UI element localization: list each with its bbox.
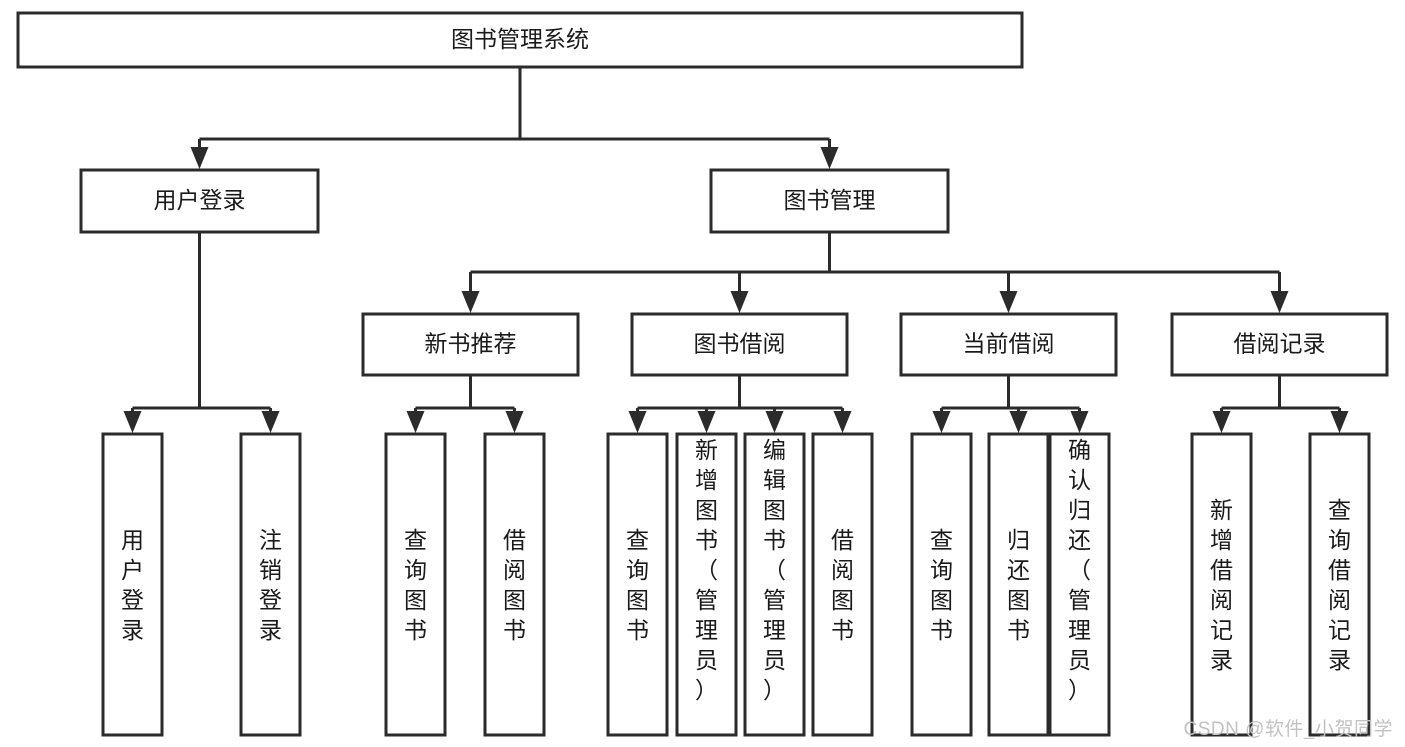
node-box-leaf-6 (675, 432, 738, 737)
node-label-bookmgmt: 图书管理 (784, 187, 876, 213)
node-box-leaf-13 (1308, 432, 1371, 737)
node-label-leaf-9: 查询图书 (930, 527, 953, 643)
node-label-current: 当前借阅 (963, 331, 1055, 357)
arrow-head-bookmgmt (820, 147, 839, 169)
watermark-text: CSDN @软件_小贺同学 (1183, 719, 1393, 740)
node-leaf-6[interactable]: 新增图书（管理员） (675, 432, 738, 737)
node-label-leaf-1: 用户登录 (121, 527, 144, 643)
node-leaf-4[interactable]: 借阅图书 (483, 432, 546, 737)
arrow-head-current (999, 291, 1018, 313)
node-label-leaf-6: 新增图书（管理员） (695, 437, 718, 703)
node-label-root: 图书管理系统 (451, 26, 589, 52)
node-label-borrow: 图书借阅 (694, 331, 786, 357)
node-login[interactable]: 用户登录 (79, 168, 320, 234)
node-current[interactable]: 当前借阅 (899, 312, 1118, 377)
arrow-head-leaf-12 (1212, 411, 1231, 433)
node-box-leaf-9 (910, 432, 973, 737)
arrow-head-leaf-4 (505, 411, 524, 433)
node-leaf-8[interactable]: 借阅图书 (811, 432, 874, 737)
node-label-newbook: 新书推荐 (425, 331, 517, 357)
node-label-leaf-13: 查询借阅记录 (1328, 497, 1351, 673)
arrow-head-leaf-11 (1070, 411, 1089, 433)
arrow-head-newbook (461, 291, 480, 313)
node-leaf-10[interactable]: 归还图书 (987, 432, 1050, 737)
node-leaf-12[interactable]: 新增借阅记录 (1190, 432, 1253, 737)
arrow-head-leaf-8 (833, 411, 852, 433)
node-box-leaf-11 (1048, 432, 1111, 737)
node-label-leaf-8: 借阅图书 (831, 527, 854, 643)
node-label-login: 用户登录 (154, 187, 246, 213)
node-box-leaf-12 (1190, 432, 1253, 737)
node-label-leaf-12: 新增借阅记录 (1210, 497, 1233, 673)
node-borrow[interactable]: 图书借阅 (630, 312, 849, 377)
node-label-leaf-7: 编辑图书（管理员） (763, 437, 786, 703)
arrow-head-borrow (730, 291, 749, 313)
arrow-head-leaf-2 (261, 411, 280, 433)
node-label-leaf-5: 查询图书 (626, 527, 649, 643)
node-box-leaf-1 (101, 432, 164, 737)
arrow-head-leaf-9 (932, 411, 951, 433)
node-box-current (899, 312, 1118, 377)
arrow-head-leaf-10 (1009, 411, 1028, 433)
node-newbook[interactable]: 新书推荐 (361, 312, 580, 377)
node-leaf-5[interactable]: 查询图书 (606, 432, 669, 737)
arrow-head-leaf-5 (628, 411, 647, 433)
node-box-leaf-5 (606, 432, 669, 737)
arrow-head-records (1270, 291, 1289, 313)
node-box-records (1170, 312, 1389, 377)
node-box-leaf-2 (239, 432, 302, 737)
node-leaf-2[interactable]: 注销登录 (239, 432, 302, 737)
node-box-login (79, 168, 320, 234)
node-leaf-3[interactable]: 查询图书 (384, 432, 447, 737)
node-leaf-7[interactable]: 编辑图书（管理员） (743, 432, 806, 737)
arrow-head-login (190, 147, 209, 169)
arrow-head-leaf-6 (697, 411, 716, 433)
node-label-leaf-11: 确认归还（管理员） (1068, 437, 1091, 703)
node-box-leaf-3 (384, 432, 447, 737)
node-root[interactable]: 图书管理系统 (16, 11, 1024, 69)
node-box-borrow (630, 312, 849, 377)
arrow-head-leaf-1 (123, 411, 142, 433)
node-records[interactable]: 借阅记录 (1170, 312, 1389, 377)
node-label-leaf-10: 归还图书 (1007, 527, 1030, 643)
connector-layer (123, 67, 1349, 433)
node-label-leaf-3: 查询图书 (404, 527, 427, 643)
node-layer: 图书管理系统用户登录图书管理新书推荐图书借阅当前借阅借阅记录用户登录注销登录查询… (16, 11, 1389, 737)
node-bookmgmt[interactable]: 图书管理 (709, 168, 950, 234)
node-box-leaf-4 (483, 432, 546, 737)
node-box-leaf-7 (743, 432, 806, 737)
arrow-head-leaf-13 (1330, 411, 1349, 433)
node-box-root (16, 11, 1024, 69)
node-leaf-1[interactable]: 用户登录 (101, 432, 164, 737)
node-box-leaf-10 (987, 432, 1050, 737)
node-box-newbook (361, 312, 580, 377)
arrow-head-leaf-7 (765, 411, 784, 433)
node-label-leaf-4: 借阅图书 (503, 527, 526, 643)
node-label-records: 借阅记录 (1234, 331, 1326, 357)
node-leaf-9[interactable]: 查询图书 (910, 432, 973, 737)
arrow-head-leaf-3 (406, 411, 425, 433)
node-box-leaf-8 (811, 432, 874, 737)
node-leaf-11[interactable]: 确认归还（管理员） (1048, 432, 1111, 737)
node-leaf-13[interactable]: 查询借阅记录 (1308, 432, 1371, 737)
node-label-leaf-2: 注销登录 (259, 527, 282, 643)
node-box-bookmgmt (709, 168, 950, 234)
